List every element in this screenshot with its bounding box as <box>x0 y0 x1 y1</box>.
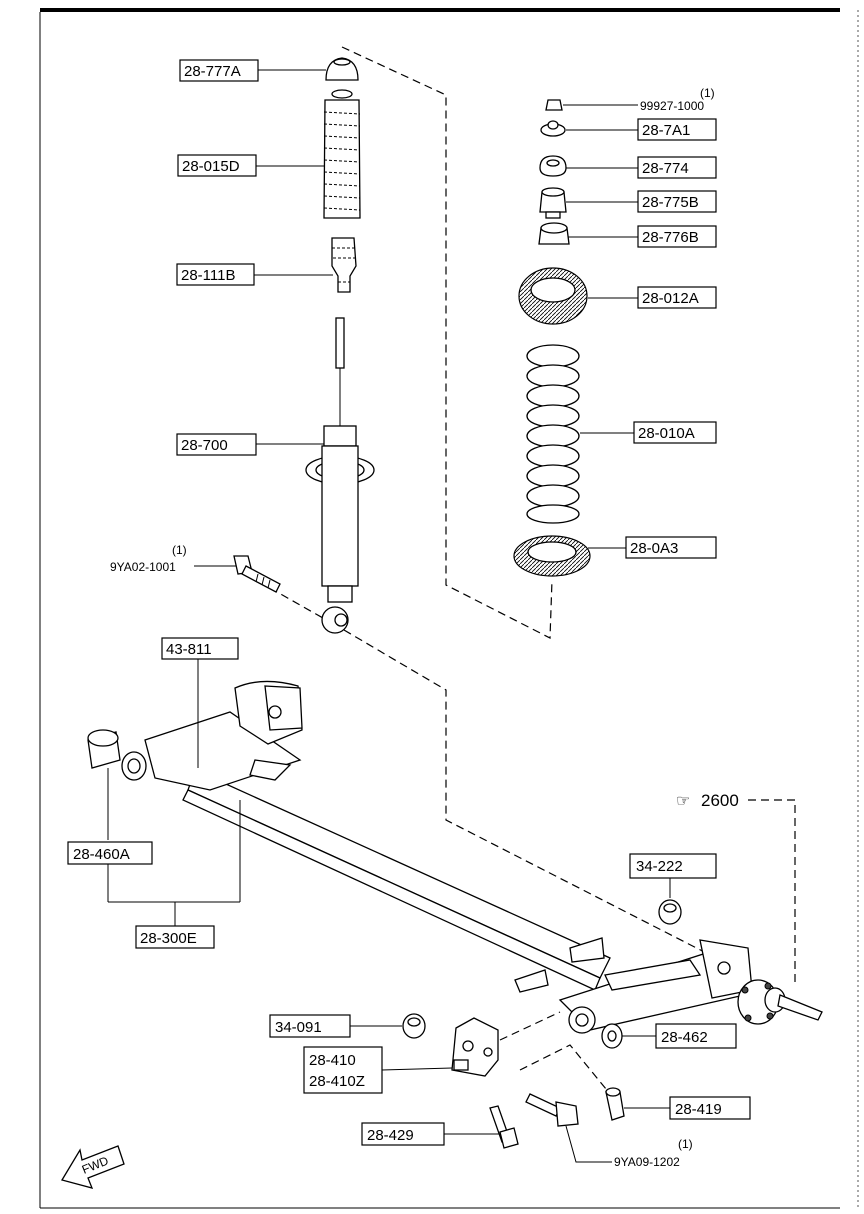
label-28-410: 28-410 <box>309 1052 356 1069</box>
leader-lines <box>107 69 671 1163</box>
mount-cap-28-777A <box>325 57 359 81</box>
hub-assembly-2600 <box>737 979 823 1025</box>
dash-shock-axle <box>343 629 721 961</box>
label-box-28-012A <box>637 286 717 309</box>
label-9YA09-1202: 9YA09-1202 <box>614 1155 680 1169</box>
label-box-28-460A <box>67 841 153 865</box>
qty-99927-1000: (1) <box>700 86 715 100</box>
label-box-28-410 <box>303 1046 383 1094</box>
bump-stop-28-111B <box>331 237 357 293</box>
label-box-28-419 <box>669 1096 751 1120</box>
label-34-222: 34-222 <box>636 858 683 875</box>
qty-9YA02-1001: (1) <box>172 543 187 557</box>
label-28-410Z: 28-410Z <box>309 1073 365 1090</box>
label-box-28-0A3 <box>625 536 717 559</box>
label-box-34-091 <box>269 1014 351 1038</box>
label-28-429: 28-429 <box>367 1127 414 1144</box>
label-box-34-222 <box>629 853 717 879</box>
bolt-28-419 <box>605 1087 625 1121</box>
qty-9YA09-1202: (1) <box>678 1137 693 1151</box>
washer-28-7A1 <box>540 120 566 137</box>
bushing-28-460A <box>87 729 121 769</box>
bushing-34-091 <box>402 1013 426 1039</box>
label-box-28-776B <box>637 225 717 248</box>
label-28-015D: 28-015D <box>182 158 240 175</box>
label-box-28-462 <box>655 1023 737 1049</box>
label-box-28-010A <box>633 421 717 444</box>
label-28-012A: 28-012A <box>642 290 699 307</box>
label-box-28-775B <box>637 190 717 213</box>
label-28-777A: 28-777A <box>184 63 241 80</box>
nut-99927-1000 <box>545 99 563 111</box>
label-28-775B: 28-775B <box>642 194 699 211</box>
bolt-9YA09-1202 <box>525 1093 579 1127</box>
label-box-28-777A <box>179 59 259 82</box>
bushing-28-776B <box>538 222 570 245</box>
label-9YA02-1001: 9YA02-1001 <box>110 560 176 574</box>
label-28-419: 28-419 <box>675 1101 722 1118</box>
label-box-28-429 <box>361 1122 445 1146</box>
label-box-28-700 <box>176 433 257 456</box>
label-28-7A1: 28-7A1 <box>642 122 690 139</box>
label-28-111B: 28-111B <box>181 267 236 284</box>
label-43-811: 43-811 <box>166 641 212 658</box>
dash-bracket <box>499 1011 561 1041</box>
dash-2600 <box>748 799 796 985</box>
bushing-28-774 <box>539 155 567 177</box>
label-28-300E: 28-300E <box>140 930 197 947</box>
label-box-28-300E <box>135 925 215 949</box>
label-34-091: 34-091 <box>275 1019 322 1036</box>
spring-seat-28-012A <box>518 267 588 325</box>
label-box-28-7A1 <box>637 118 717 141</box>
label-99927-1000: 99927-1000 <box>640 99 704 113</box>
shock-absorber-28-700 <box>305 317 375 634</box>
bolt-28-429 <box>489 1105 519 1149</box>
washer-28-462 <box>601 1023 623 1049</box>
coil-spring-28-010A <box>526 344 580 524</box>
label-box-28-015D <box>177 154 257 177</box>
label-28-776B: 28-776B <box>642 229 699 246</box>
ref-symbol-2600: ☞ <box>676 793 690 810</box>
bushing-left-arm <box>121 751 147 781</box>
label-28-010A: 28-010A <box>638 425 695 442</box>
label-box-28-111B <box>176 263 255 286</box>
label-28-774: 28-774 <box>642 160 689 177</box>
bushing-34-222 <box>658 899 682 925</box>
label-box-43-811 <box>161 637 239 660</box>
bushing-28-775B <box>539 187 567 219</box>
label-28-0A3: 28-0A3 <box>630 540 678 557</box>
rear-axle-beam <box>144 680 753 1034</box>
bolt-9YA02-1001 <box>233 555 281 593</box>
label-28-462: 28-462 <box>661 1029 708 1046</box>
label-28-700: 28-700 <box>181 437 228 454</box>
label-box-28-774 <box>637 156 717 179</box>
dash-shock-mount <box>341 46 553 639</box>
fwd-arrow-icon: FWD <box>60 1145 125 1189</box>
spring-insulator-28-0A3 <box>513 535 591 577</box>
dust-boot-28-015D <box>323 89 361 219</box>
top-border <box>40 8 840 12</box>
label-2600: 2600 <box>701 791 739 810</box>
label-28-460A: 28-460A <box>73 846 130 863</box>
dash-bolt <box>269 587 331 623</box>
bracket-28-410 <box>451 1017 499 1077</box>
dash-419 <box>519 1044 616 1101</box>
